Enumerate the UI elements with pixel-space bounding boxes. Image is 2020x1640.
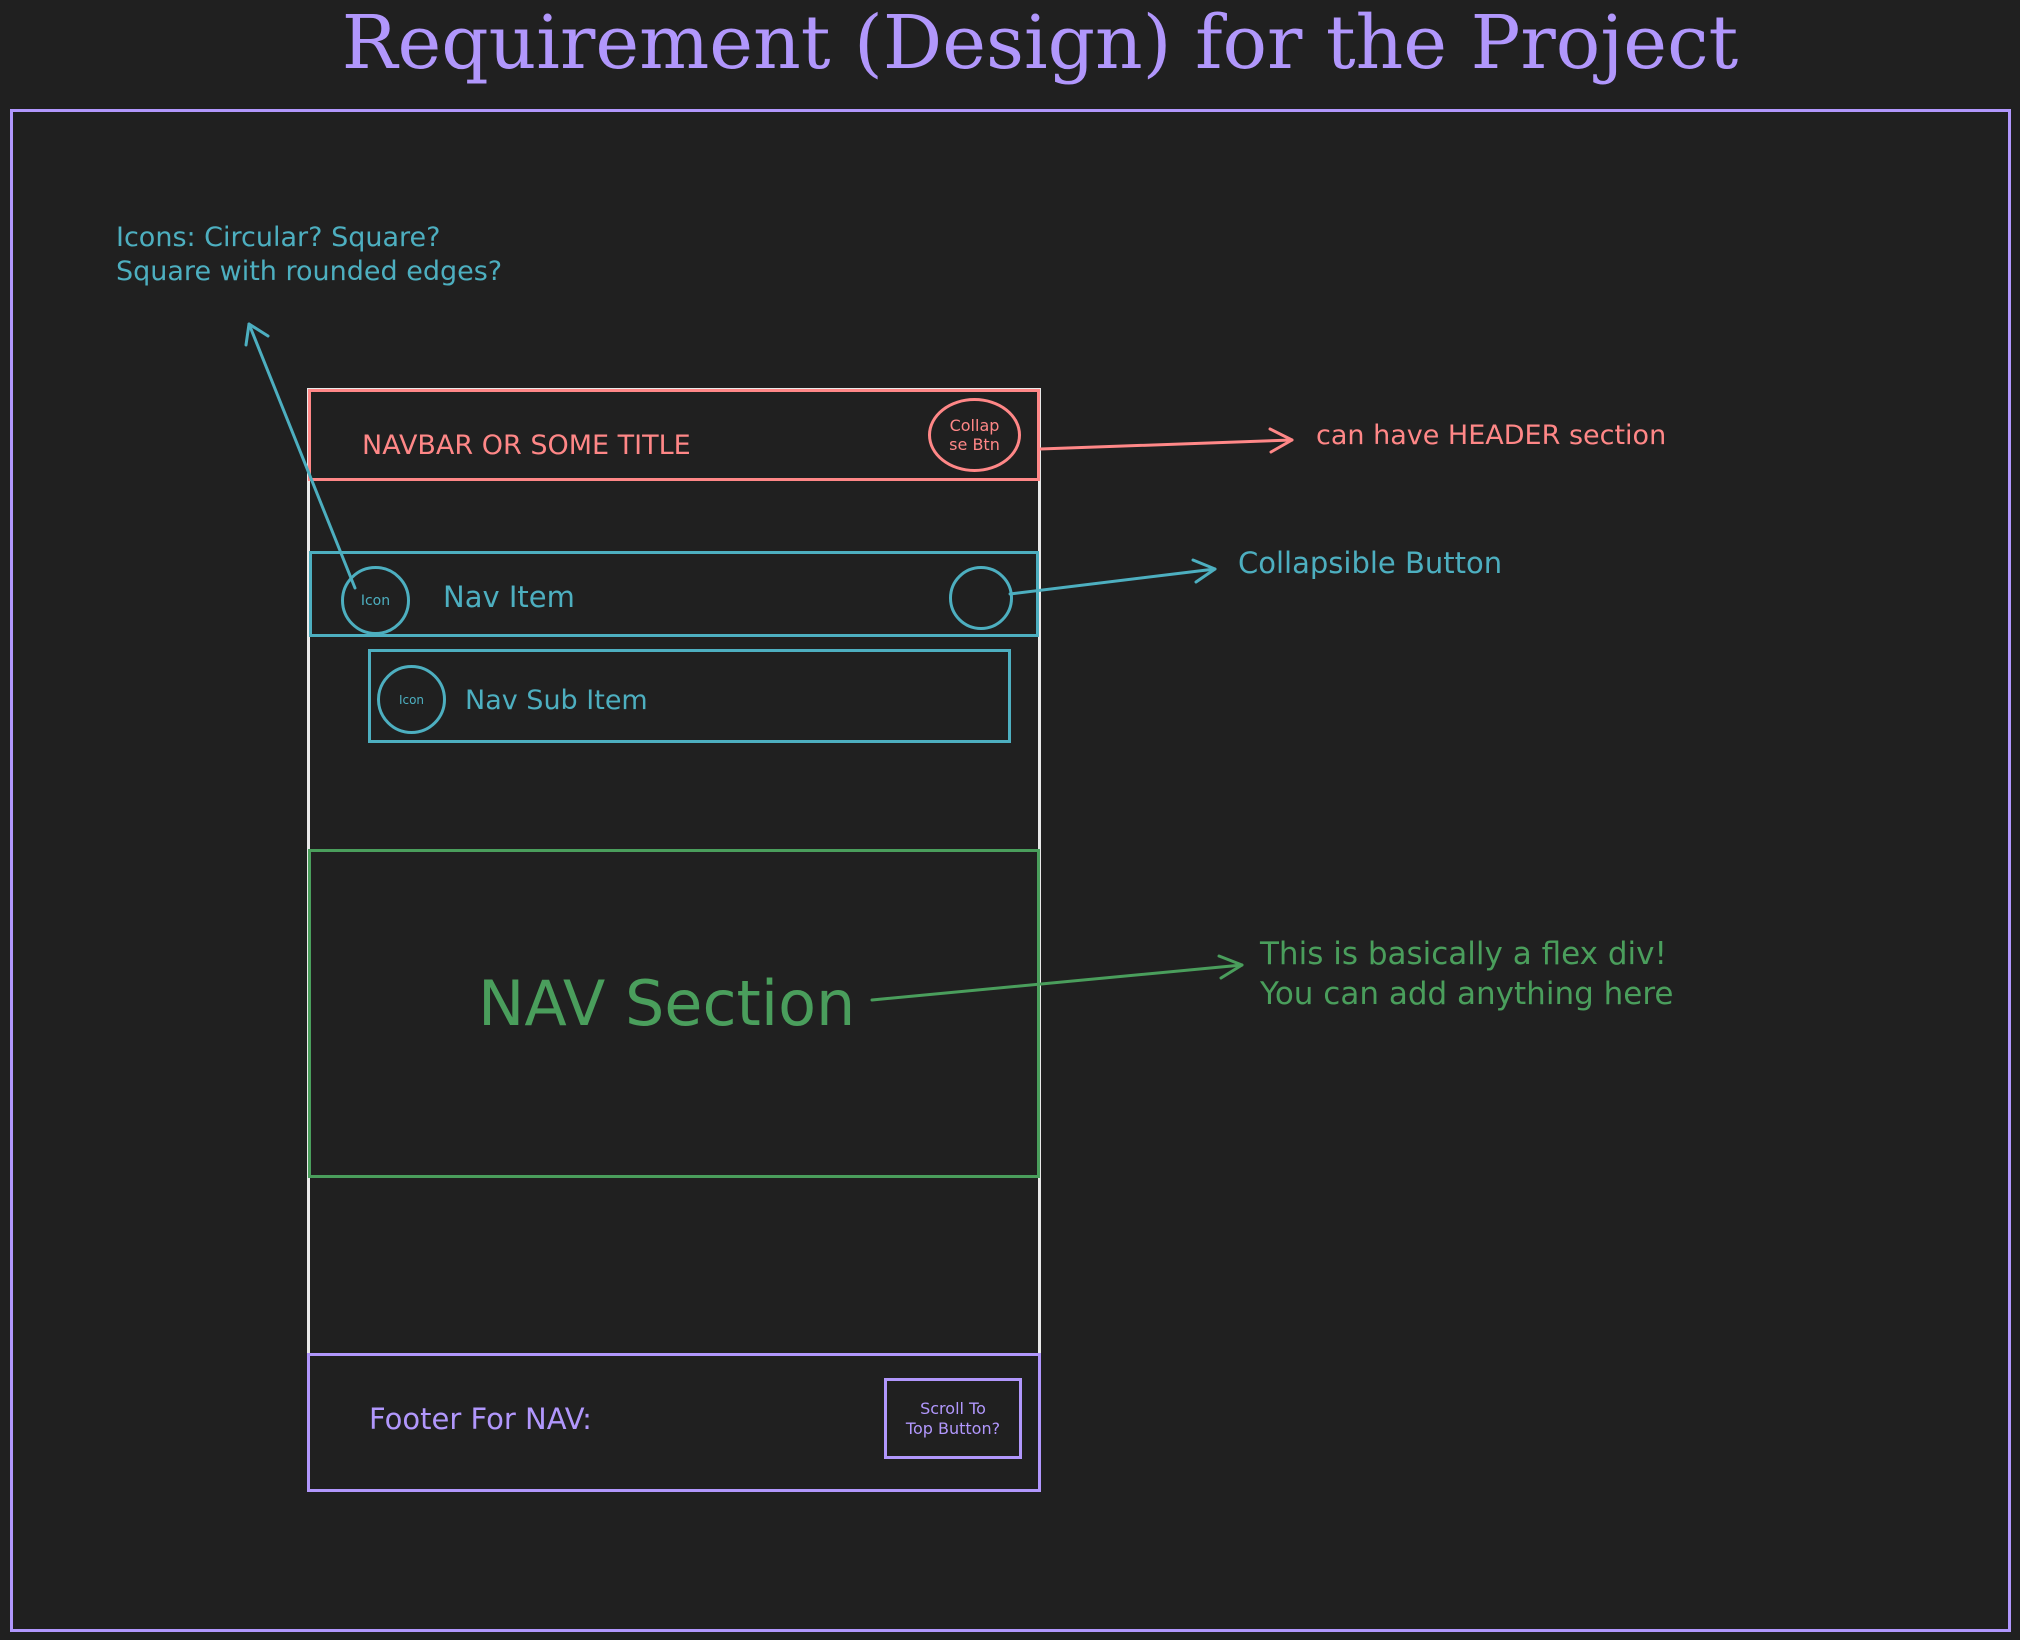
nav-item-annotation: Collapsible Button <box>1238 546 1503 580</box>
header-annotation-arrow <box>1038 427 1294 454</box>
nav-item[interactable] <box>309 551 1039 637</box>
nav-section-annotation-line1: This is basically a flex div! <box>1260 936 1667 972</box>
footer-label: Footer For NAV: <box>369 1402 592 1436</box>
nav-section-arrow <box>870 954 1244 1002</box>
nav-item-icon: Icon <box>341 566 410 635</box>
collapse-button-label-line1: Collap <box>949 415 1000 435</box>
collapse-button-label-line2: se Btn <box>949 435 1000 454</box>
header-title: NAVBAR OR SOME TITLE <box>362 430 691 461</box>
nav-sub-item-icon: Icon <box>377 665 446 734</box>
header-annotation: can have HEADER section <box>1316 420 1667 451</box>
nav-item-icon-label: Icon <box>360 592 391 609</box>
scroll-to-top-button[interactable]: Scroll To Top Button? <box>884 1378 1022 1459</box>
footer-section <box>307 1353 1041 1492</box>
collapsible-button-arrow <box>1008 558 1217 596</box>
nav-section <box>308 849 1040 1178</box>
icons-note-arrow <box>244 322 357 590</box>
nav-section-label: NAV Section <box>478 967 856 1040</box>
header-section <box>308 389 1040 481</box>
icons-note-line1: Icons: Circular? Square? <box>116 222 441 253</box>
scroll-to-top-label-line2: Top Button? <box>905 1418 1001 1438</box>
nav-sub-item-label: Nav Sub Item <box>465 685 648 716</box>
nav-item-collapse-button[interactable] <box>949 566 1013 630</box>
nav-section-annotation-line2: You can add anything here <box>1260 976 1674 1012</box>
icons-note-line2: Square with rounded edges? <box>116 256 503 287</box>
diagram-title: Requirement (Design) for the Project <box>341 0 1739 86</box>
outer-frame <box>10 109 2011 1632</box>
nav-sub-item[interactable] <box>368 649 1011 743</box>
collapse-button[interactable]: Collap se Btn <box>928 398 1021 472</box>
nav-sub-item-icon-label: Icon <box>398 692 425 707</box>
scroll-to-top-label-line1: Scroll To <box>920 1398 986 1418</box>
nav-item-label: Nav Item <box>443 580 575 614</box>
